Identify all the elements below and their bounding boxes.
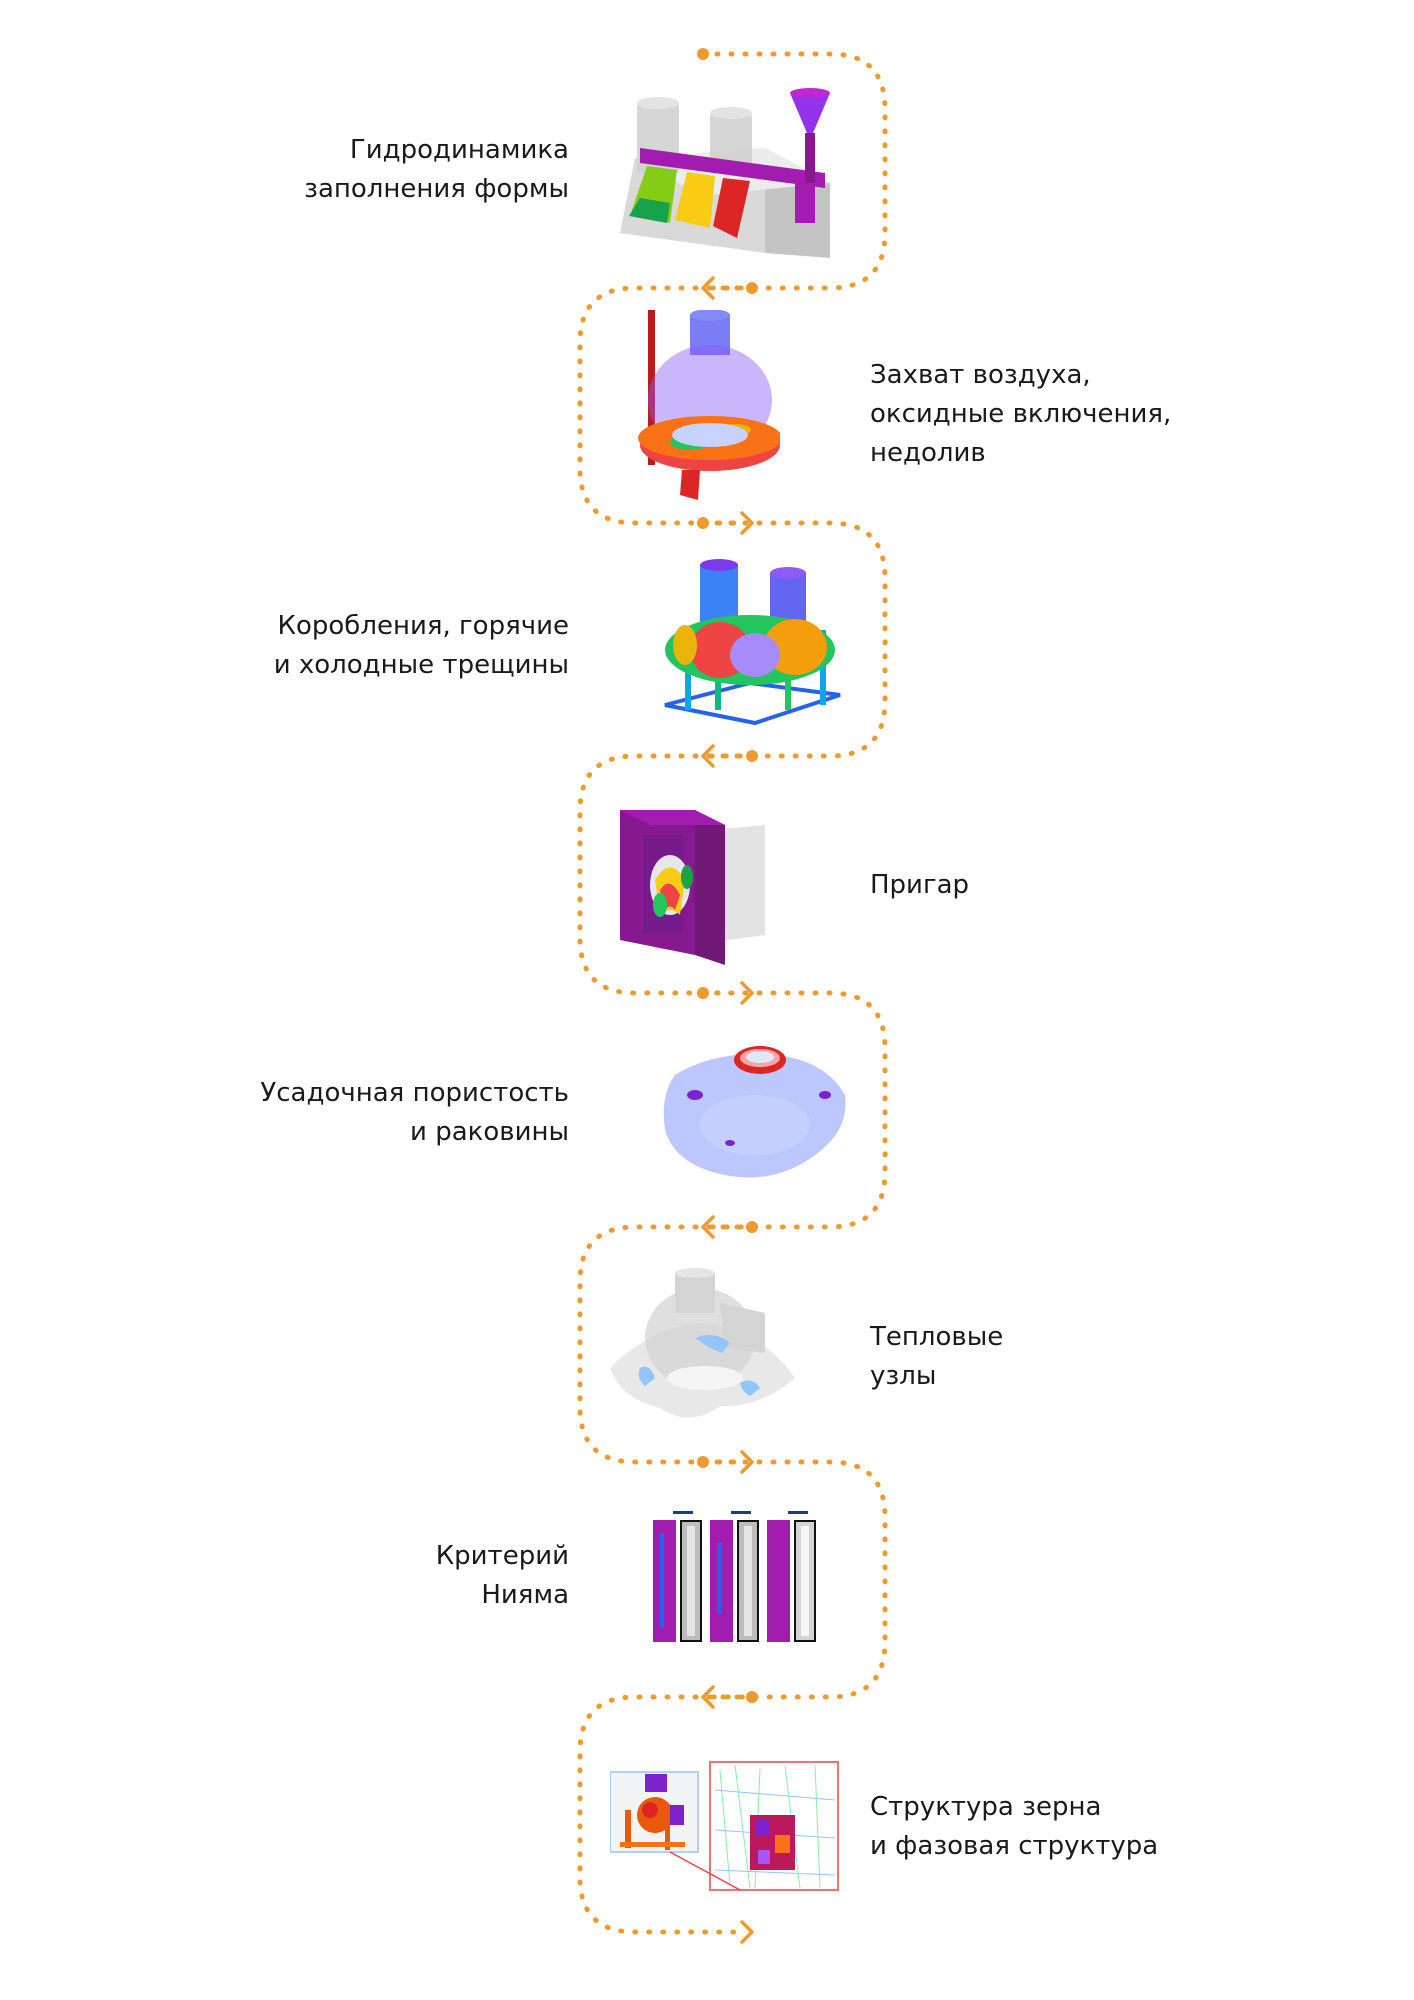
- hot-spots-icon: [600, 1268, 800, 1433]
- path-start-dot: [697, 1456, 709, 1468]
- step-label-niyama: Критерий Нияма: [436, 1537, 569, 1615]
- path-start-dot: [746, 1221, 758, 1233]
- step-label-hot-spots: Тепловые узлы: [870, 1318, 1003, 1396]
- path-start-dot: [746, 750, 758, 762]
- path-start-dot: [697, 517, 709, 529]
- path-start-dot: [697, 987, 709, 999]
- step-label-mold-filling: Гидродинамика заполнения формы: [304, 131, 569, 209]
- shrinkage-porosity-icon: [655, 1035, 855, 1195]
- path-start-dot: [746, 1691, 758, 1703]
- step-label-grain-structure: Структура зерна и фазовая структура: [870, 1788, 1158, 1866]
- step-label-air-entrapment: Захват воздуха, оксидные включения, недо…: [870, 356, 1171, 473]
- step-label-shrinkage-porosity: Усадочная пористость и раковины: [260, 1074, 569, 1152]
- air-entrapment-icon: [620, 310, 780, 505]
- niyama-criterion-icon: [648, 1508, 828, 1648]
- mold-filling-icon: [615, 88, 860, 258]
- grain-structure-icon: [610, 1760, 840, 1895]
- stress-cracks-icon: [660, 555, 845, 730]
- path-start-dot: [697, 48, 709, 60]
- path-arrowhead: [742, 1922, 752, 1942]
- path-start-dot: [746, 282, 758, 294]
- step-label-burn-on: Пригар: [870, 866, 969, 905]
- step-label-stress-cracks: Коробления, горячие и холодные трещины: [274, 607, 569, 685]
- burn-on-icon: [615, 805, 765, 970]
